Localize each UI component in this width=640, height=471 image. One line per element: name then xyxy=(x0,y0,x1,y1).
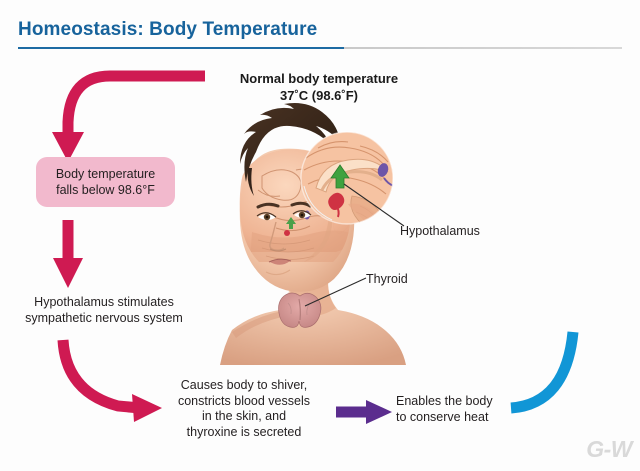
arrow-cyan-return xyxy=(510,331,579,414)
pink-box-line2: falls below 98.6°F xyxy=(56,183,155,197)
hypothalamus-callout-label: Hypothalamus xyxy=(400,224,480,238)
face-features xyxy=(256,201,312,276)
page-title: Homeostasis: Body Temperature xyxy=(18,19,318,40)
hypo-stim-line1: Hypothalamus stimulates xyxy=(34,295,174,309)
normal-body-temperature-label: Normal body temperature 37˚C (98.6˚F) xyxy=(205,70,433,104)
causes-line3: in the skin, and xyxy=(201,409,287,423)
enables-line1: Enables the body xyxy=(396,394,493,408)
thyroid-gland xyxy=(278,292,322,328)
thyroid-callout-label: Thyroid xyxy=(366,272,408,286)
slide-title-bar: Homeostasis: Body Temperature xyxy=(0,10,640,49)
hypo-stim-line2: sympathetic nervous system xyxy=(25,310,183,325)
arrow-bottom-curve xyxy=(57,339,162,422)
enables-line2: to conserve heat xyxy=(396,409,489,424)
leader-line-hypothalamus xyxy=(343,183,405,227)
pink-box-text: Body temperature falls below 98.6°F xyxy=(36,166,175,198)
causes-line2: constricts blood vessels xyxy=(177,393,310,408)
causes-body-to-shiver-label: Causes body to shiver, constricts blood … xyxy=(160,378,328,440)
arrow-purple xyxy=(336,400,392,424)
hypothalamus-stimulates-label: Hypothalamus stimulates sympathetic nerv… xyxy=(6,295,202,326)
arrow-pinkbox-down xyxy=(53,220,83,288)
publisher-logo: G-W xyxy=(586,436,632,462)
normal-temp-line2: 37˚C (98.6˚F) xyxy=(279,88,359,103)
causes-line4: thyroxine is secreted xyxy=(186,424,302,439)
title-underline xyxy=(18,47,622,49)
enables-body-conserve-heat-label: Enables the body to conserve heat xyxy=(396,394,516,425)
pink-box-body-temperature-falls: Body temperature falls below 98.6°F xyxy=(36,157,175,207)
brain-inset xyxy=(300,131,394,225)
leader-line-thyroid xyxy=(304,277,367,307)
normal-temp-line1: Normal body temperature xyxy=(239,71,399,86)
arrow-top-curve xyxy=(52,70,205,162)
pink-box-line1: Body temperature xyxy=(55,167,156,181)
causes-line1: Causes body to shiver, xyxy=(180,378,308,392)
